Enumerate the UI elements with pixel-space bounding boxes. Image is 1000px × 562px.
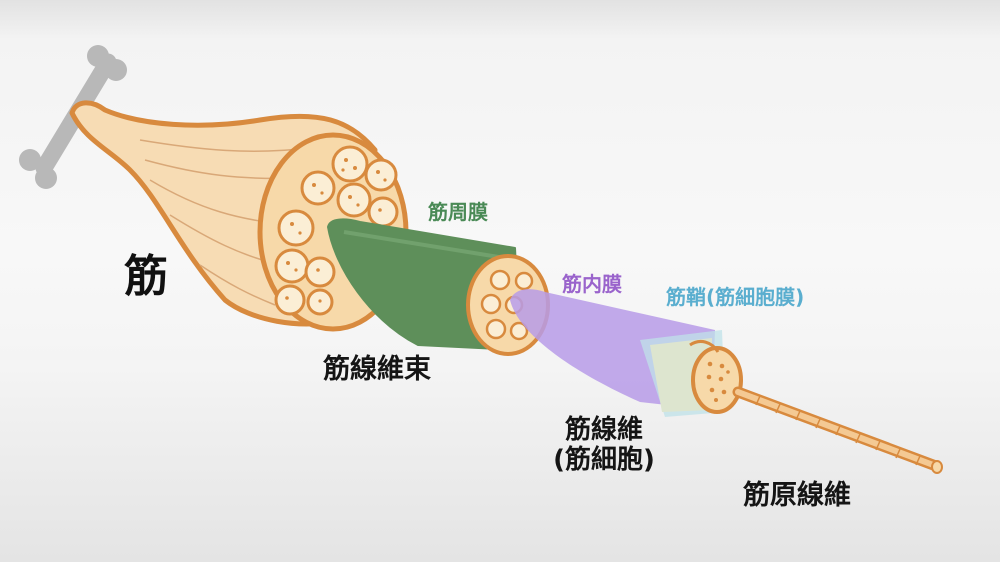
muscle-fiber-illustration: [510, 289, 743, 417]
label-muscle-fiber: 筋線維 (筋細胞): [541, 415, 667, 476]
label-fascicle: 筋線維束: [323, 354, 431, 385]
muscle-illustration: [69, 100, 409, 332]
label-muscle: 筋: [124, 251, 168, 302]
fascicle-illustration: [327, 218, 550, 356]
label-sarcolemma: 筋鞘(筋細胞膜): [666, 285, 805, 309]
label-muscle-fiber-main: 筋線維: [564, 415, 643, 445]
label-endomysium: 筋内膜: [562, 272, 622, 296]
label-myofibril: 筋原線維: [743, 480, 851, 511]
myofibril-illustration: [732, 386, 943, 474]
label-epimysium: 筋周膜: [428, 200, 488, 224]
label-muscle-fiber-sub: (筋細胞): [553, 444, 655, 475]
